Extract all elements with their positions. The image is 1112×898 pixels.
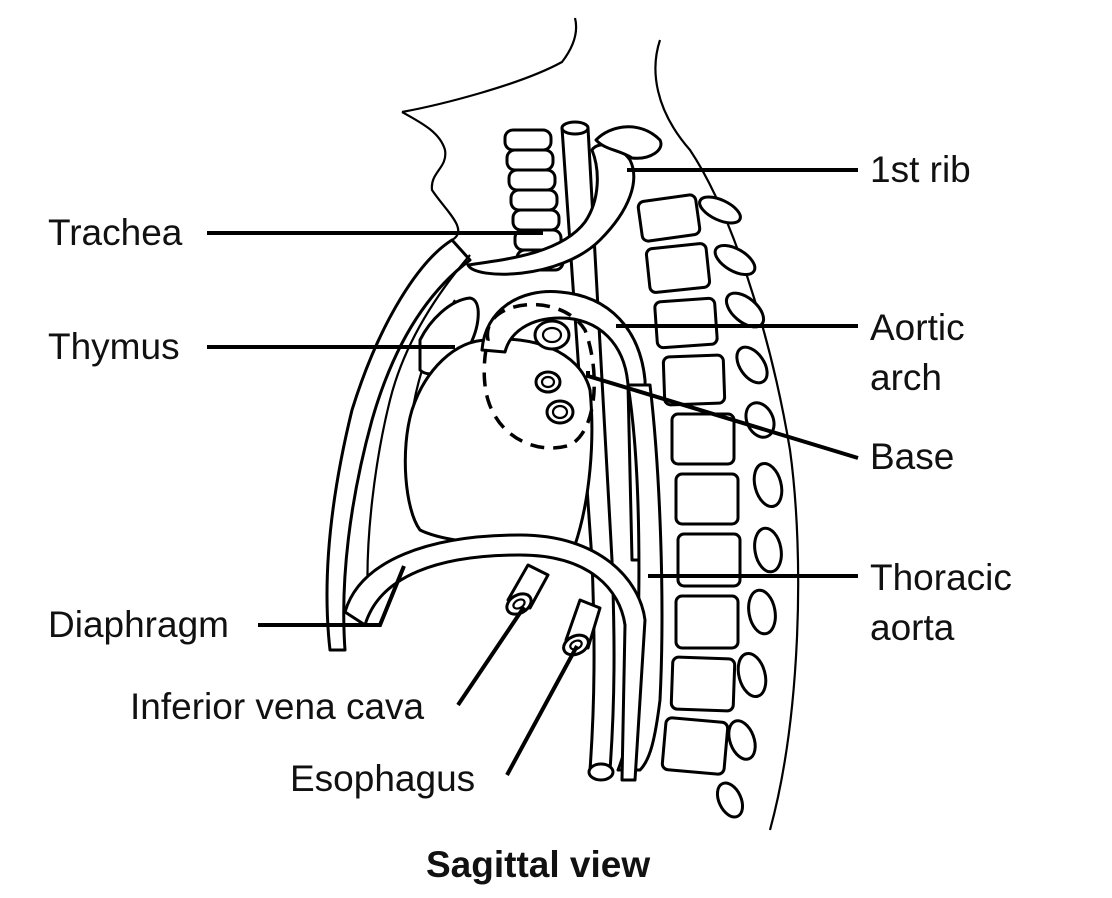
label-thoracic-aorta-line2: aorta bbox=[870, 607, 955, 648]
esophagus-end bbox=[587, 762, 615, 782]
vertebral-column bbox=[636, 193, 784, 819]
chest-wall bbox=[325, 238, 472, 652]
chin-contour bbox=[401, 111, 460, 241]
vessel-opening-3 bbox=[545, 399, 575, 425]
label-base: Base bbox=[870, 436, 955, 477]
base-dashed-outline bbox=[482, 302, 596, 450]
esophagus-leader bbox=[505, 645, 579, 776]
inferior-vena-cava-leader bbox=[456, 605, 526, 707]
label-aortic-arch-line2: arch bbox=[870, 357, 942, 398]
label-inferior-vena-cava: Inferior vena cava bbox=[130, 686, 425, 727]
vessel-opening-2 bbox=[534, 370, 562, 394]
rib-head bbox=[594, 125, 663, 160]
label-trachea: Trachea bbox=[48, 212, 183, 253]
esophagus-top bbox=[560, 120, 590, 136]
aortic-arch-structure bbox=[480, 290, 652, 562]
label-aortic-arch-line1: Aortic bbox=[870, 307, 965, 348]
base-leader bbox=[586, 371, 859, 460]
vessel-opening-1 bbox=[533, 319, 571, 351]
label-aortic-arch: Aortic arch bbox=[870, 303, 965, 403]
diaphragm-structure bbox=[343, 533, 647, 782]
label-esophagus: Esophagus bbox=[290, 758, 476, 799]
label-thoracic-aorta-line1: Thoracic bbox=[870, 557, 1012, 598]
figure-caption: Sagittal view bbox=[426, 844, 651, 885]
heart bbox=[403, 337, 594, 548]
label-first-rib: 1st rib bbox=[870, 149, 971, 190]
label-diaphragm: Diaphragm bbox=[48, 604, 229, 645]
sternum-inner bbox=[366, 254, 471, 601]
label-thymus: Thymus bbox=[48, 326, 180, 367]
jaw-contour bbox=[401, 17, 578, 114]
back-contour bbox=[654, 39, 800, 831]
label-thoracic-aorta: Thoracic aorta bbox=[870, 553, 1012, 653]
diaphragm-leader bbox=[258, 565, 406, 627]
